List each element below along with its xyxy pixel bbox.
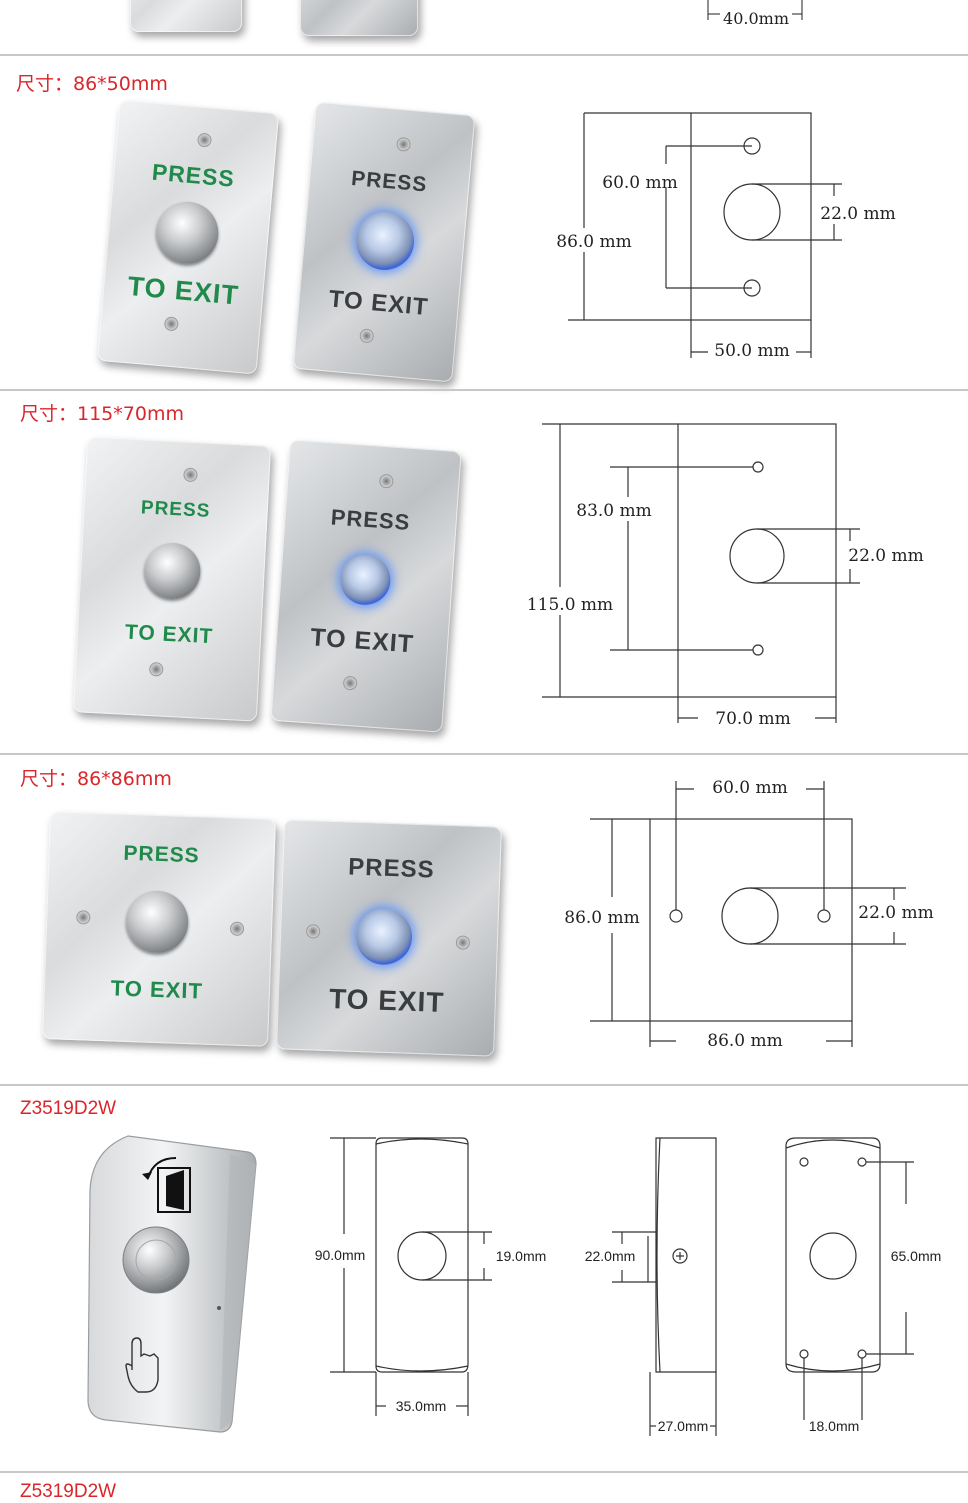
divider <box>0 54 968 56</box>
section-115x70: 尺寸：115*70mm PRESS TO EXIT PRESS TO EXIT <box>0 391 968 753</box>
section-86x50: 尺寸：86*50mm PRESS TO EXIT PRESS TO EXIT <box>0 56 968 390</box>
dimension-drawing-top: 40.0mm <box>707 0 803 28</box>
dim-depth: 27.0mm <box>658 1418 709 1434</box>
dim-height: 86.0 mm <box>556 232 632 252</box>
dimension-drawing-86x50: 60.0 mm 86.0 mm 22.0 mm 50.0 mm <box>556 112 896 361</box>
product-z3519d2w <box>87 1135 257 1433</box>
dim-button: 22.0 mm <box>858 903 934 923</box>
divider <box>0 1471 968 1473</box>
dim-width: 70.0 mm <box>715 709 791 729</box>
dimension-drawing-z3519d2w: 90.0mm 19.0mm 35.0mm 22.0mm 27.0mm 65.0m… <box>315 1137 942 1436</box>
dim-height: 90.0mm <box>315 1247 366 1263</box>
dim-button: 22.0 mm <box>848 546 924 566</box>
dim-width: 86.0 mm <box>707 1031 783 1051</box>
section-z3519d2w: Z3519D2W <box>0 1086 968 1470</box>
dim-holes: 60.0 mm <box>712 778 788 798</box>
dim-height: 86.0 mm <box>564 908 640 928</box>
dimension-drawing-115x70: 83.0 mm 115.0 mm 22.0 mm 70.0 mm <box>527 423 924 729</box>
plate-partial-right <box>300 0 418 36</box>
dim-holes: 83.0 mm <box>576 501 652 521</box>
dim-height: 115.0 mm <box>527 595 613 615</box>
divider <box>0 1084 968 1086</box>
dim-side: 22.0mm <box>585 1248 636 1264</box>
section-86x86: 尺寸：86*86mm PRESS TO EXIT PRESS TO EXIT <box>0 755 968 1085</box>
section-top-partial: 40.0mm <box>0 0 968 56</box>
section-heading: 尺寸：86*86mm <box>20 768 172 790</box>
divider <box>0 389 968 391</box>
section-heading: Z5319D2W <box>20 1481 117 1502</box>
dim-button: 19.0mm <box>496 1248 547 1264</box>
divider <box>0 753 968 755</box>
dim-front-width: 35.0mm <box>396 1398 447 1414</box>
dim-width: 50.0 mm <box>714 341 790 361</box>
dim-holes: 60.0 mm <box>602 173 678 193</box>
dim-top-width: 40.0mm <box>723 9 789 28</box>
dim-button: 22.0 mm <box>820 204 896 224</box>
dimension-drawing-86x86: 60.0 mm 86.0 mm 22.0 mm 86.0 mm <box>564 778 934 1051</box>
section-z5319d2w: Z5319D2W <box>0 1473 968 1502</box>
dim-holes-vertical: 65.0mm <box>891 1248 942 1264</box>
section-heading: Z3519D2W <box>20 1098 117 1119</box>
section-heading: 尺寸：115*70mm <box>20 403 184 425</box>
plate-partial-left <box>130 0 242 32</box>
dim-holes-horizontal: 18.0mm <box>809 1418 860 1434</box>
section-heading: 尺寸：86*50mm <box>16 73 168 95</box>
